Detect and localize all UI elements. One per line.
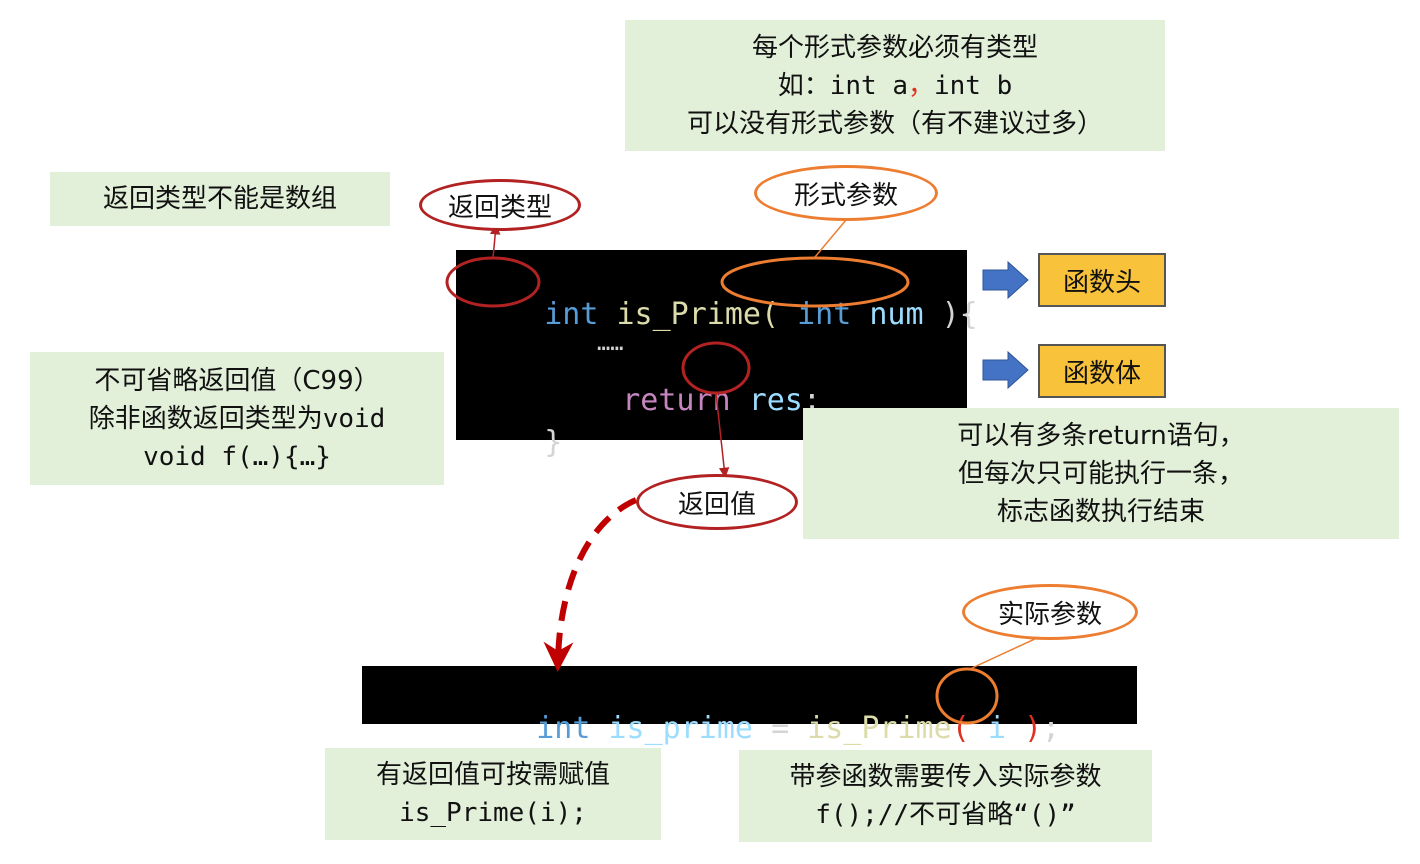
label-return-value-text: 返回值 — [677, 489, 756, 520]
code-call-semicolon: ; — [1042, 711, 1061, 746]
code-call-paren-close: ) — [1023, 711, 1042, 746]
note-param-type-line3: 可以没有形式参数（有不建议过多） — [686, 108, 1103, 139]
tag-function-head-label: 函数头 — [1062, 267, 1141, 298]
note-param-type-line2-suffix: int b — [934, 70, 1013, 101]
arrow-to-func-body — [982, 350, 1029, 390]
oval-actual-arg — [935, 667, 999, 725]
label-return-type-text: 返回类型 — [447, 192, 552, 223]
code-function-call: int is_prime = is_Prime( i ); — [362, 666, 1137, 746]
note-no-omit-line1: 不可省略返回值（C99） — [94, 365, 380, 396]
note-multi-return-line1: 可以有多条return语句， — [957, 420, 1245, 451]
note-assign-return: 有返回值可按需赋值 is_Prime(i); — [325, 748, 661, 840]
code-call-fn: is_Prime — [807, 711, 952, 746]
note-param-type-line2: 如：int a，int b — [778, 67, 1013, 105]
code-def-line4: } — [472, 390, 562, 495]
connector-return-value — [715, 392, 730, 479]
oval-return-res — [681, 341, 751, 395]
note-no-omit-line3: void f(…){…} — [143, 441, 331, 472]
note-param-type: 每个形式参数必须有类型 如：int a，int b 可以没有形式参数（有不建议过… — [625, 20, 1165, 151]
code-call-line: int is_prime = is_Prime( i ); — [464, 676, 1060, 781]
note-return-array: 返回类型不能是数组 — [50, 172, 390, 226]
label-actual-params-text: 实际参数 — [997, 599, 1102, 630]
oval-int-return-type — [445, 256, 541, 308]
code-call-arg: i — [987, 711, 1006, 746]
code-def-return-kw: return — [622, 383, 731, 418]
code-def-param-name: num — [869, 297, 924, 332]
note-return-array-text: 返回类型不能是数组 — [102, 184, 337, 214]
tag-function-body: 函数体 — [1038, 344, 1166, 398]
code-call-eq: = — [771, 711, 790, 746]
tag-function-head: 函数头 — [1038, 253, 1166, 307]
code-def-return-val: res — [748, 383, 803, 418]
connector-formal-params — [814, 219, 847, 258]
note-assign-return-line2: is_Prime(i); — [399, 798, 587, 828]
code-def-line1: int is_Prime( int num ){ — [472, 262, 978, 367]
code-def-close: ){ — [941, 297, 978, 332]
label-formal-params-text: 形式参数 — [793, 180, 898, 211]
dashed-arrow-return-flow — [543, 497, 638, 672]
label-formal-params: 形式参数 — [754, 165, 938, 221]
note-pass-args-line2: f();//不可省略“()” — [815, 800, 1076, 830]
label-actual-params: 实际参数 — [962, 584, 1138, 640]
note-no-omit-line2: 除非函数返回类型为void — [88, 403, 386, 434]
code-def-line2: …… — [544, 306, 624, 381]
oval-formal-param — [720, 256, 910, 308]
note-multi-return-line2: 但每次只可能执行一条， — [957, 458, 1244, 489]
note-multi-return-line3: 标志函数执行结束 — [996, 496, 1205, 527]
code-def-fn-name: is_Prime( — [616, 297, 780, 332]
note-param-type-line1: 每个形式参数必须有类型 — [751, 32, 1038, 63]
note-multi-return: 可以有多条return语句， 但每次只可能执行一条， 标志函数执行结束 — [803, 408, 1399, 539]
note-pass-args: 带参函数需要传入实际参数 f();//不可省略“()” — [739, 750, 1152, 842]
code-call-var: is_prime — [608, 711, 754, 746]
label-return-type: 返回类型 — [419, 179, 581, 231]
code-def-end-brace: } — [544, 425, 563, 460]
note-assign-return-line1: 有返回值可按需赋值 — [375, 760, 610, 790]
code-call-type: int — [536, 711, 591, 746]
label-return-value: 返回值 — [636, 474, 798, 530]
note-no-omit-return: 不可省略返回值（C99） 除非函数返回类型为void void f(…){…} — [30, 352, 444, 485]
arrow-to-func-head — [982, 260, 1029, 300]
tag-function-body-label: 函数体 — [1062, 358, 1141, 389]
note-param-type-line2-sep: ， — [907, 70, 934, 101]
code-def-ret-type: int — [544, 297, 599, 332]
connector-return-type — [489, 223, 501, 259]
note-param-type-line2-prefix: 如：int a — [777, 70, 908, 101]
code-def-param-type: int — [797, 297, 852, 332]
note-pass-args-line1: 带参函数需要传入实际参数 — [789, 762, 1102, 792]
code-def-ellipsis: …… — [596, 331, 624, 356]
